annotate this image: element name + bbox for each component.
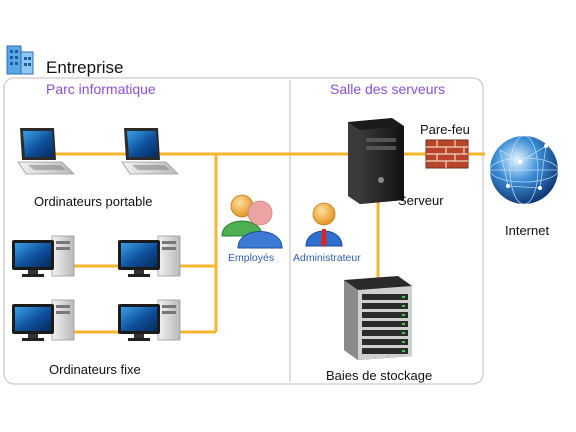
- storage-icon: [344, 276, 412, 360]
- admin-icon: [305, 202, 343, 247]
- section-label-parc: Parc informatique: [46, 81, 156, 97]
- label-server: Serveur: [398, 193, 444, 208]
- laptop-icon: [17, 128, 75, 175]
- label-laptops: Ordinateurs portable: [34, 194, 153, 209]
- label-storage: Baies de stockage: [326, 368, 433, 383]
- label-admin: Administrateur: [293, 252, 361, 264]
- desktop-icon: [118, 235, 181, 277]
- label-employees: Employés: [228, 252, 275, 264]
- enterprise-frame: [3, 77, 484, 385]
- globe-icon: [489, 135, 559, 205]
- page-title: Entreprise: [46, 58, 124, 77]
- building-icon: [6, 45, 34, 75]
- firewall-icon: [425, 139, 469, 169]
- section-label-salle: Salle des serveurs: [330, 81, 446, 97]
- label-internet: Internet: [505, 223, 550, 238]
- desktop-icon: [12, 235, 75, 277]
- server-icon: [348, 118, 404, 204]
- desktop-icon: [12, 299, 75, 341]
- laptop-icon: [121, 128, 179, 175]
- label-firewall: Pare-feu: [420, 122, 470, 137]
- label-desktops: Ordinateurs fixe: [49, 362, 141, 377]
- desktop-icon: [118, 299, 181, 341]
- users-icon: [221, 194, 283, 249]
